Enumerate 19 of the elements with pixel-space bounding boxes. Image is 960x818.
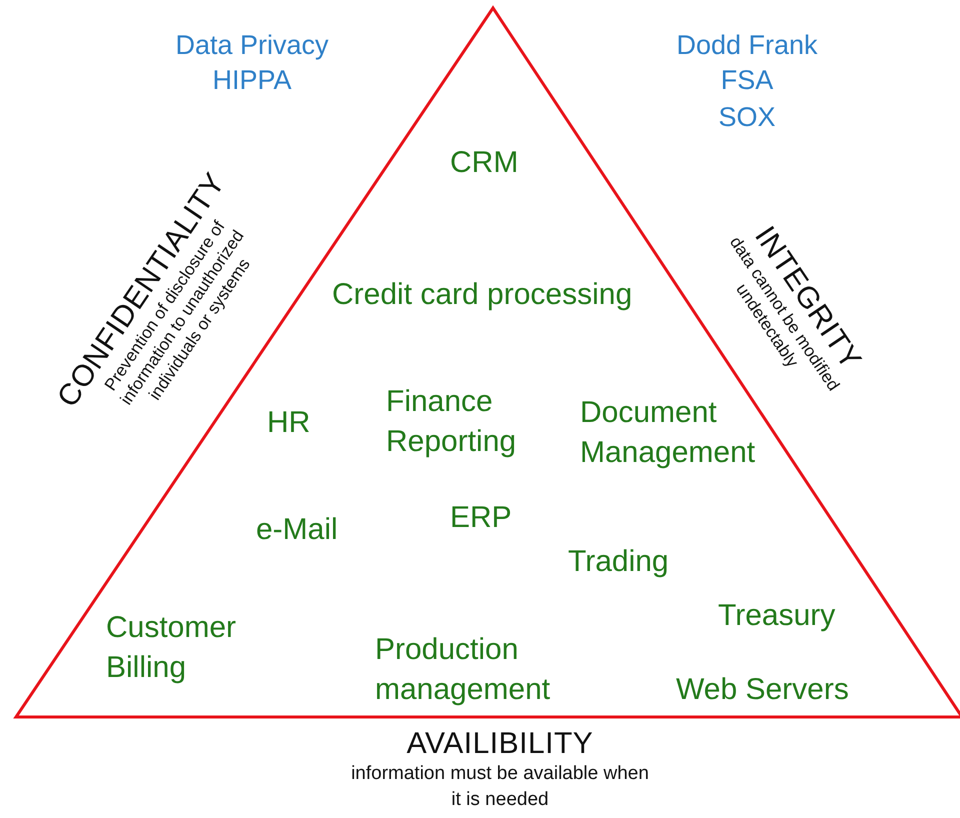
system-label: Customer Billing (106, 610, 238, 686)
regulation-label: HIPPA (212, 64, 292, 97)
system-label: HR (267, 405, 312, 441)
system-label: Production management (375, 632, 552, 708)
regulation-label: FSA (720, 64, 774, 97)
principle-description: information must be available when it is needed (350, 762, 650, 812)
system-label: ERP (450, 500, 513, 536)
system-label: CRM (450, 145, 520, 181)
system-label: Trading (568, 544, 670, 580)
system-label: Credit card processing (332, 277, 634, 313)
system-label: e-Mail (256, 512, 339, 548)
system-label: Web Servers (676, 672, 850, 708)
regulation-label: Dodd Frank (676, 29, 818, 62)
system-label: Document Management (580, 395, 756, 471)
system-label: Finance Reporting (386, 384, 518, 460)
regulation-label: Data Privacy (175, 29, 329, 62)
system-label: Treasury (718, 598, 836, 634)
regulation-label: SOX (718, 101, 776, 134)
principle-title: AVAILIBILITY (406, 727, 594, 761)
